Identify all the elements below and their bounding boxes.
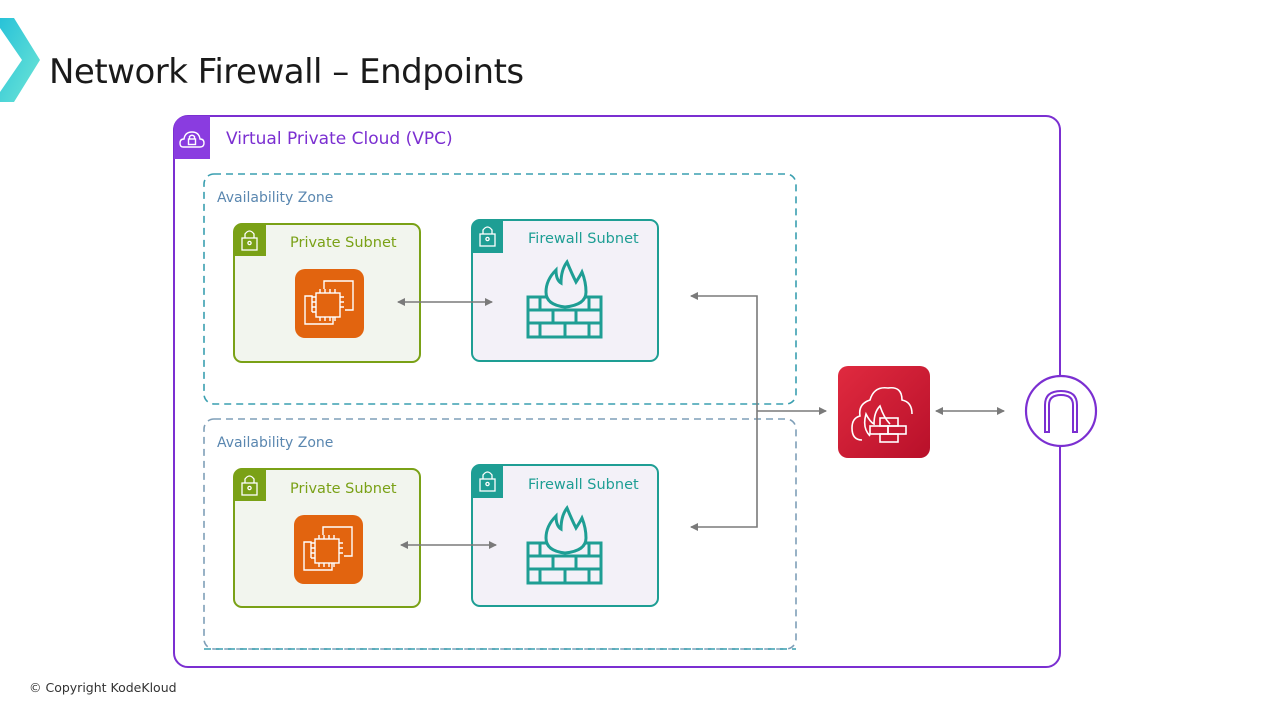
ec2-instance-icon — [295, 269, 364, 338]
private-subnet: Private Subnet — [233, 223, 421, 363]
firewall-subnet: Firewall Subnet — [471, 219, 659, 362]
firewall-endpoint-icon — [526, 504, 603, 585]
ec2-instance-icon — [294, 515, 363, 584]
arrow-to-zone1-endpoint — [690, 292, 758, 411]
zone-label: Availability Zone — [217, 435, 333, 451]
endpoint-routing-connector — [690, 292, 827, 531]
firewall-subnet: Firewall Subnet — [471, 464, 659, 607]
vpc-lock-cloud-icon — [179, 131, 205, 148]
slide-title: Network Firewall – Endpoints — [49, 52, 524, 92]
lock-icon — [241, 230, 258, 251]
private-subnet-label: Private Subnet — [290, 481, 397, 497]
copyright-text: © Copyright KodeKloud — [29, 680, 177, 695]
logo-chevron-icon — [0, 18, 40, 102]
network-firewall-icon — [838, 366, 930, 458]
availability-zone-2: Availability Zone Private Subnet — [203, 418, 797, 650]
private-subnet-label: Private Subnet — [290, 235, 397, 251]
zone-label: Availability Zone — [217, 190, 333, 206]
firewall-subnet-label: Firewall Subnet — [528, 477, 639, 493]
vpc-label: Virtual Private Cloud (VPC) — [226, 129, 453, 149]
firewall-subnet-label: Firewall Subnet — [528, 231, 639, 247]
private-subnet: Private Subnet — [233, 468, 421, 608]
internet-gateway-icon — [1024, 374, 1098, 448]
lock-icon — [479, 226, 496, 247]
availability-zone-1: Availability Zone Private Subnet — [203, 173, 797, 405]
firewall-endpoint-icon — [526, 258, 603, 339]
arrow-to-zone2-endpoint — [690, 411, 758, 531]
lock-icon — [241, 475, 258, 496]
lock-icon — [479, 471, 496, 492]
